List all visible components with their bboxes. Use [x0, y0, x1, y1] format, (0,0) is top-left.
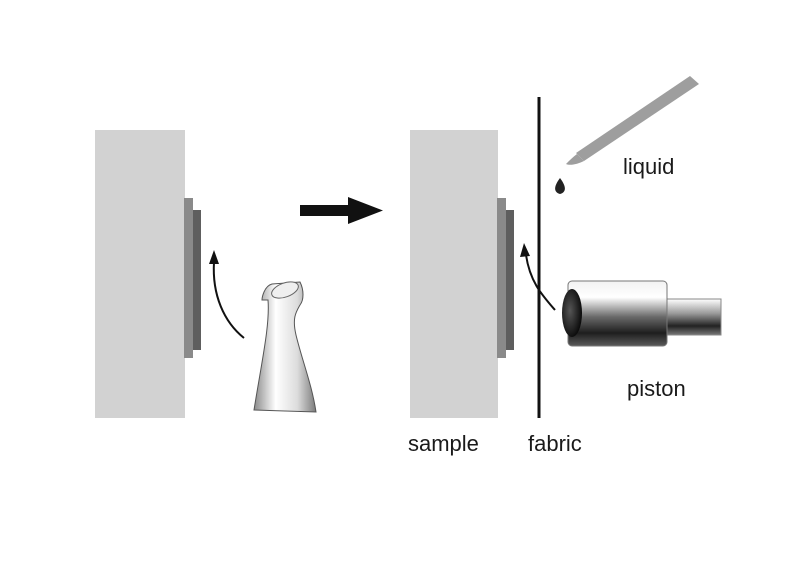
label-sample: sample [408, 431, 479, 456]
curved-arrow-right [520, 243, 556, 311]
label-piston: piston [627, 376, 686, 401]
label-liquid: liquid [623, 154, 674, 179]
film-layer-outer-left [184, 198, 193, 358]
film-layer-inner-left [193, 210, 201, 350]
needle-icon [253, 281, 317, 413]
label-fabric: fabric [528, 431, 582, 456]
right-arrow-icon [300, 197, 383, 224]
sample-block-left [95, 130, 185, 418]
sample-block-right [410, 130, 498, 418]
pipette-icon [566, 76, 699, 165]
film-layer-inner-right [506, 210, 514, 350]
curved-arrow-left [209, 250, 245, 339]
piston-icon [562, 280, 722, 347]
film-layer-outer-right [497, 198, 506, 358]
liquid-drop-icon [555, 178, 565, 194]
